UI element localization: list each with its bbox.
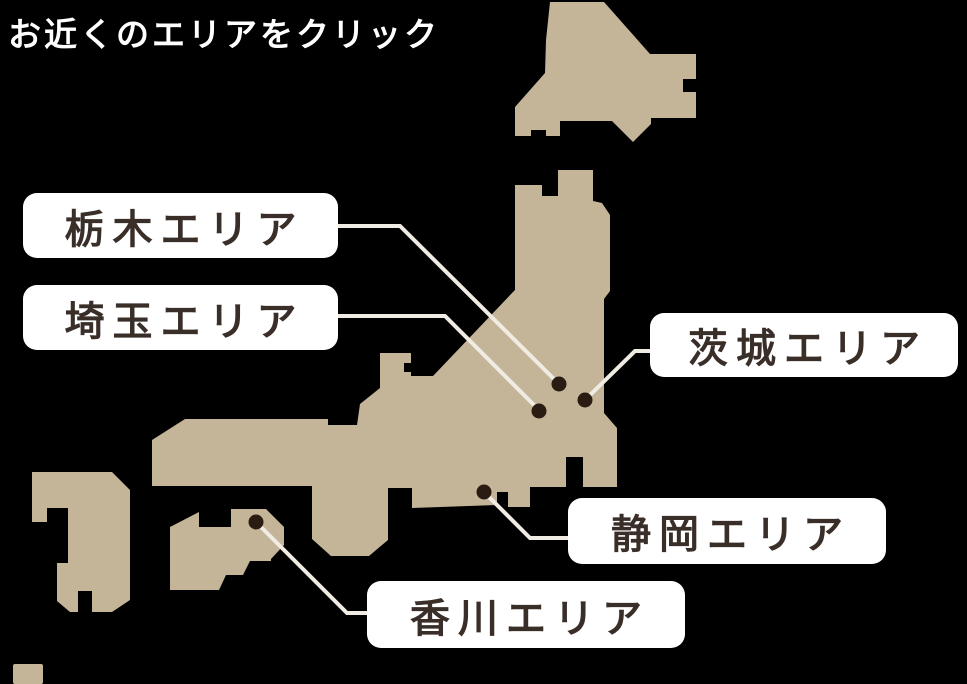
area-dot-kagawa[interactable] [248,514,264,530]
area-dot-ibaraki[interactable] [577,392,593,408]
connector-line-shizuoka [482,490,570,540]
area-button-shizuoka[interactable]: 静岡エリア [568,498,886,564]
connector-line-tochigi [338,224,561,386]
small-island [13,664,43,684]
kyushu-island [32,472,130,612]
hokkaido-island [515,2,696,142]
connector-line-kagawa [254,520,370,615]
page-title: お近くのエリアをクリック [8,15,440,54]
area-button-saitama[interactable]: 埼玉エリア [23,285,338,350]
area-button-ibaraki[interactable]: 茨城エリア [650,313,958,377]
connector-line-saitama [338,314,541,412]
area-dot-shizuoka[interactable] [476,484,492,500]
honshu-island [152,170,617,556]
area-button-tochigi[interactable]: 栃木エリア [23,193,338,258]
area-button-kagawa[interactable]: 香川エリア [367,581,685,648]
area-dot-tochigi[interactable] [551,376,567,392]
connector-line-ibaraki [583,349,652,402]
area-dot-saitama[interactable] [531,403,547,419]
shikoku-island [170,509,284,590]
